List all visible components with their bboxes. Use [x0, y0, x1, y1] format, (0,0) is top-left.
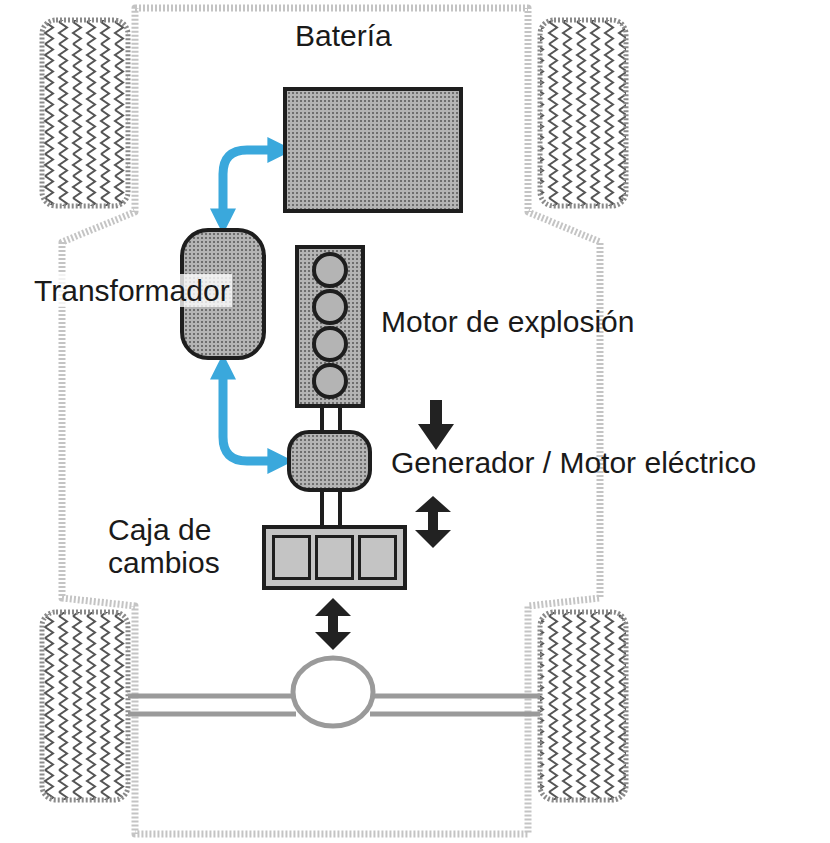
- gear-cell: [272, 535, 311, 580]
- part-label: Generador / Motor eléctrico: [391, 446, 756, 479]
- wheels: [42, 20, 626, 800]
- part-label: Batería: [295, 19, 392, 52]
- gearbox: Caja de cambios: [262, 525, 407, 590]
- gear-cell: [358, 535, 397, 580]
- gear-cell: [315, 535, 354, 580]
- energy-flow-arrow: [223, 364, 283, 461]
- cylinders: [299, 249, 361, 404]
- part-label: Transformador: [32, 274, 232, 307]
- part-label: Motor de explosión: [381, 305, 634, 338]
- gear-cells: [272, 535, 397, 580]
- part-label: Caja de cambios: [108, 513, 246, 579]
- battery-box: Batería: [283, 87, 463, 213]
- generator-motor: Generador / Motor eléctrico: [287, 430, 372, 492]
- energy-flow-arrow: [223, 150, 283, 224]
- chassis-outline: [62, 8, 600, 834]
- rear-axle: [128, 658, 540, 726]
- transformer-box: Transformador: [180, 228, 266, 360]
- combustion-engine: Motor de explosión: [295, 245, 365, 408]
